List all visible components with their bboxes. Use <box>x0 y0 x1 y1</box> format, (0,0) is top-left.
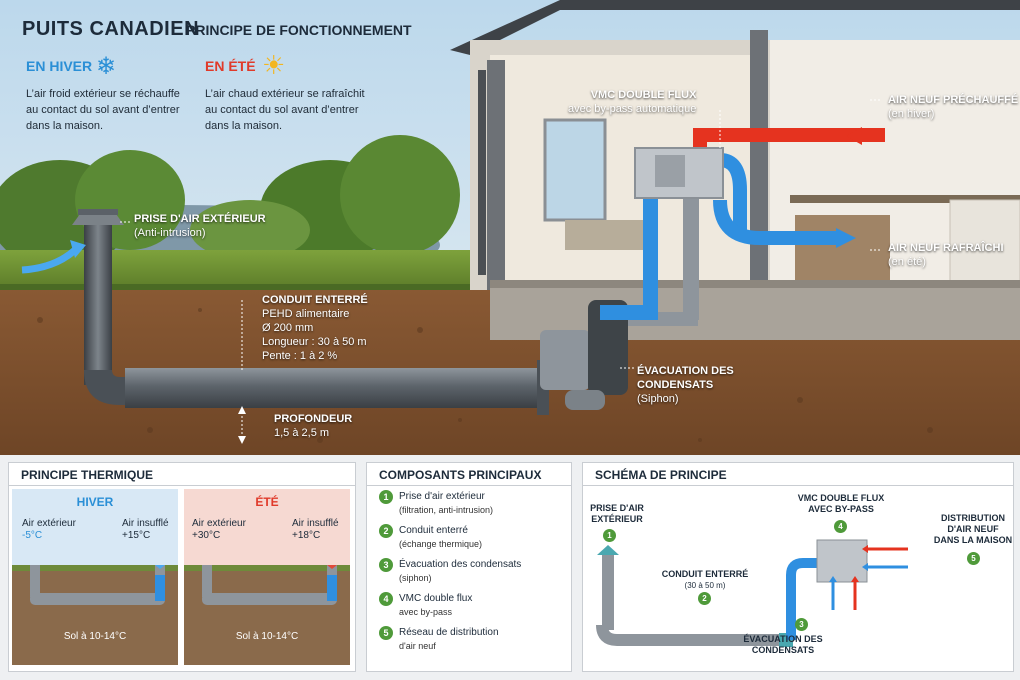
thermal-winter: HIVER Air extérieur -5°C Air insufflé +1… <box>12 489 178 665</box>
winter-ext-value: -5°C <box>22 530 43 541</box>
component-sub: avec by-pass <box>399 607 453 617</box>
schema-duct-l1: CONDUIT ENTERRÉ <box>661 569 749 579</box>
summer-ext: Air extérieur +30°C <box>192 518 246 542</box>
component-number: 1 <box>379 490 393 504</box>
schema-vmc-l1: VMC DOUBLE FLUX <box>797 493 885 503</box>
summer-in-label: Air insufflé <box>292 518 339 529</box>
page-subtitle: PRINCIPE DE FONCTIONNEMENT <box>186 22 412 38</box>
duct-label: CONDUIT ENTERRÉ PEHD alimentaire Ø 200 m… <box>262 293 368 363</box>
condensate-sub: (Siphon) <box>637 393 679 405</box>
schema-diagram <box>596 539 908 647</box>
vmc-label: VMC DOUBLE FLUX avec by-pass automatique <box>568 88 696 116</box>
depth-label: PROFONDEUR 1,5 à 2,5 m <box>274 412 352 440</box>
intake-label: PRISE D'AIR EXTÉRIEUR (Anti-intrusion) <box>134 212 266 240</box>
depth-value: 1,5 à 2,5 m <box>274 427 330 439</box>
schema-condensate-l1: ÉVACUATION DES <box>743 634 823 644</box>
winter-diagram <box>12 565 178 665</box>
summer-heading: EN ÉTÉ <box>205 58 256 74</box>
snowflake-icon: ❄ <box>96 53 117 80</box>
cooled-title: AIR NEUF RAFRAÎCHI <box>888 242 1004 254</box>
schema-distribution-label: DISTRIBUTION D'AIR NEUF DANS LA MAISON <box>933 513 1013 546</box>
schema-duct-l2: (30 à 50 m) <box>684 581 726 590</box>
component-number: 4 <box>379 592 393 606</box>
winter-heading: EN HIVER <box>26 58 93 74</box>
preheated-title: AIR NEUF PRÉCHAUFFÉ <box>888 94 1019 106</box>
components-panel: COMPOSANTS PRINCIPAUX 1 Prise d'air exté… <box>366 462 572 672</box>
component-main: Réseau de distribution <box>399 627 499 638</box>
preheated-sub: (en hiver) <box>888 108 935 120</box>
duct-line: PEHD alimentaire <box>262 308 350 320</box>
schema-vmc-number: 4 <box>834 520 847 533</box>
components-title: COMPOSANTS PRINCIPAUX <box>379 468 542 482</box>
cooled-sub: (en été) <box>888 256 926 268</box>
component-sub: (siphon) <box>399 573 432 583</box>
schema-intake-l2: EXTÉRIEUR <box>591 514 643 524</box>
thermal-winter-label: HIVER <box>76 495 114 509</box>
component-number: 5 <box>379 626 393 640</box>
condensate-title: CONDENSATS <box>637 379 714 391</box>
component-number: 3 <box>379 558 393 572</box>
thermal-title: PRINCIPE THERMIQUE <box>21 468 154 482</box>
schema-distribution-l3: DANS LA MAISON <box>933 535 1013 545</box>
depth-title: PROFONDEUR <box>274 413 353 425</box>
component-main: VMC double flux <box>399 593 473 604</box>
winter-ext: Air extérieur -5°C <box>22 518 76 542</box>
schema-distribution-number: 5 <box>967 552 980 565</box>
scene-illustration <box>0 0 1020 455</box>
summer-diagram <box>184 565 350 665</box>
condensate-title: ÉVACUATION DES <box>637 365 734 377</box>
summer-soil: Sol à 10-14°C <box>235 631 299 642</box>
winter-in-value: +15°C <box>122 530 151 541</box>
summer-in: Air insufflé +18°C <box>292 518 339 542</box>
page-title: PUITS CANADIEN <box>22 18 200 40</box>
schema-vmc-l2: AVEC BY-PASS <box>808 504 874 514</box>
vmc-sub: avec by-pass automatique <box>568 103 697 115</box>
duct-title: CONDUIT ENTERRÉ <box>262 294 368 306</box>
summer-ext-value: +30°C <box>192 530 221 541</box>
winter-ext-label: Air extérieur <box>22 518 76 529</box>
duct-line: Longueur : 30 à 50 m <box>262 336 367 348</box>
schema-duct-label: CONDUIT ENTERRÉ (30 à 50 m) <box>655 569 755 591</box>
schema-condensate-label: ÉVACUATION DES CONDENSATS <box>743 634 823 656</box>
component-sub: (échange thermique) <box>399 539 483 549</box>
component-sub: (filtration, anti-intrusion) <box>399 505 494 515</box>
summer-ext-label: Air extérieur <box>192 518 246 529</box>
sun-icon: ☀ <box>262 50 286 80</box>
component-main: Prise d'air extérieur <box>399 491 485 502</box>
thermal-summer-label: ÉTÉ <box>255 495 279 509</box>
duct-line: Ø 200 mm <box>262 322 314 334</box>
schema-duct-number: 2 <box>698 592 711 605</box>
schema-vmc-label: VMC DOUBLE FLUX AVEC BY-PASS <box>791 493 891 515</box>
summer-in-value: +18°C <box>292 530 321 541</box>
schema-intake-l1: PRISE D'AIR <box>590 503 644 513</box>
vmc-title: VMC DOUBLE FLUX <box>590 89 697 101</box>
winter-in-label: Air insufflé <box>122 518 169 529</box>
intake-title: PRISE D'AIR EXTÉRIEUR <box>134 213 266 225</box>
component-sub: d'air neuf <box>399 641 436 651</box>
schema-title: SCHÉMA DE PRINCIPE <box>595 468 727 482</box>
condensate-label: ÉVACUATION DES CONDENSATS (Siphon) <box>637 364 734 406</box>
component-main: Conduit enterré <box>399 525 468 536</box>
winter-in: Air insufflé +15°C <box>122 518 169 542</box>
schema-distribution-l2: D'AIR NEUF <box>947 524 999 534</box>
thermal-summer: ÉTÉ Air extérieur +30°C Air insufflé +18… <box>184 489 350 665</box>
summer-text: L’air chaud extérieur se rafraîchit au c… <box>205 88 365 132</box>
component-number: 2 <box>379 524 393 538</box>
schema-condensate-l2: CONDENSATS <box>751 645 815 655</box>
schema-distribution-l1: DISTRIBUTION <box>941 513 1005 523</box>
schema-panel: SCHÉMA DE PRINCIPE PRISE D'AIR EXTÉRIEUR… <box>582 462 1014 672</box>
duct-line: Pente : 1 à 2 % <box>262 350 338 362</box>
schema-condensate-number: 3 <box>795 618 808 631</box>
intake-sub: (Anti-intrusion) <box>134 227 206 239</box>
cooled-label: AIR NEUF RAFRAÎCHI (en été) <box>888 241 1004 269</box>
thermal-panel: PRINCIPE THERMIQUE HIVER Air extérieur -… <box>8 462 356 672</box>
preheated-label: AIR NEUF PRÉCHAUFFÉ (en hiver) <box>888 93 1018 121</box>
schema-intake-number: 1 <box>603 529 616 542</box>
component-main: Évacuation des condensats <box>399 559 522 570</box>
winter-soil: Sol à 10-14°C <box>63 631 127 642</box>
winter-text: L’air froid extérieur se réchauffe au co… <box>26 88 180 132</box>
schema-intake-label: PRISE D'AIR EXTÉRIEUR <box>587 503 647 525</box>
